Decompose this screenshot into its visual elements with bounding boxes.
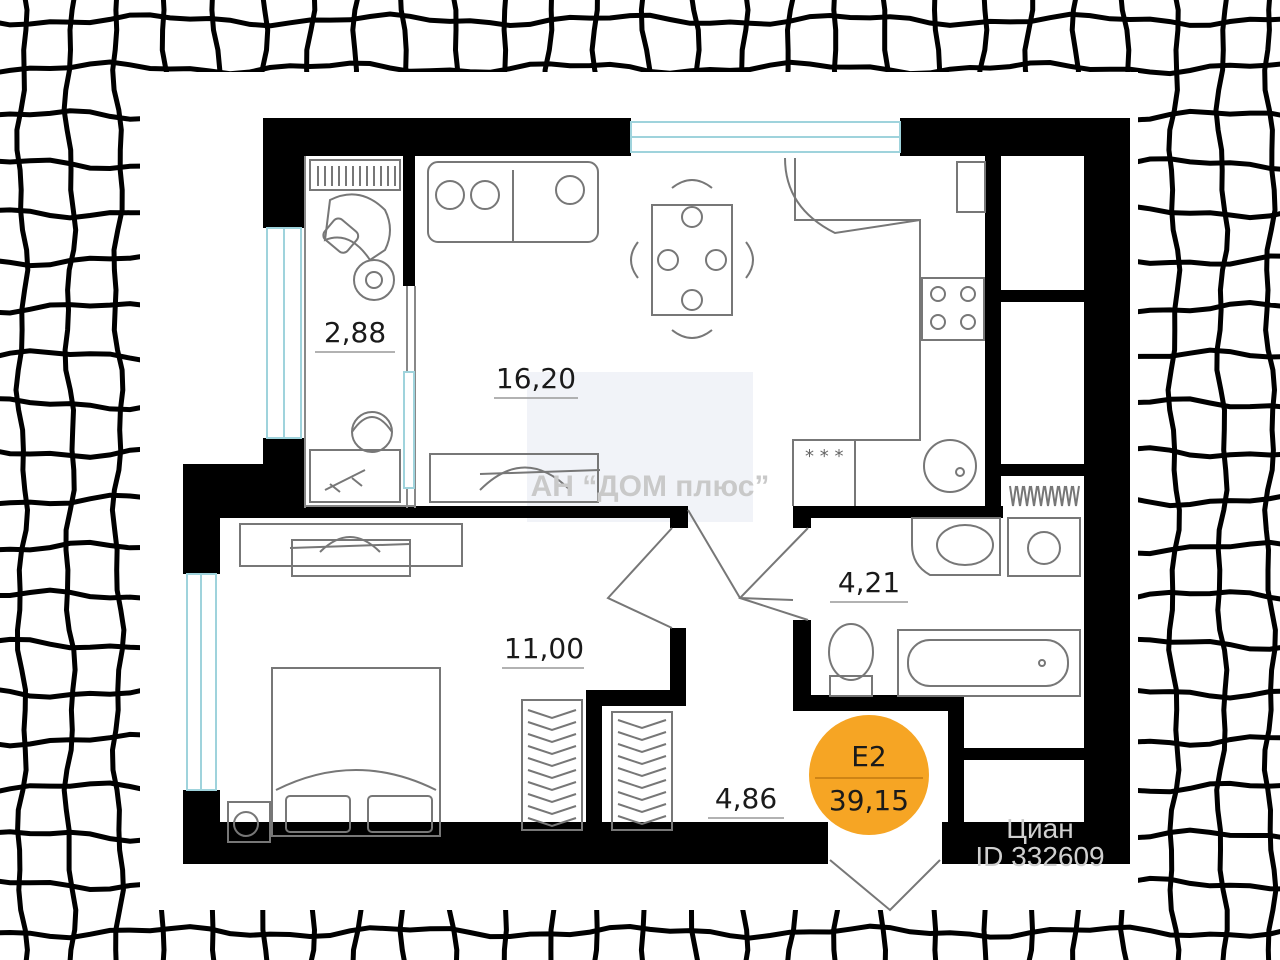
walls — [183, 118, 1130, 864]
armchair-icon — [322, 193, 391, 262]
grid-line — [1213, 0, 1231, 960]
badge-code: E2 — [851, 740, 887, 773]
apartment-badge: E2 39,15 — [809, 715, 929, 835]
sink-icon — [923, 439, 977, 493]
grid-line — [1261, 0, 1279, 960]
grid-line — [109, 0, 127, 960]
area-bathroom: 4,21 — [838, 566, 900, 599]
watermark-box — [527, 372, 753, 522]
bedroom-tv-icon — [239, 523, 463, 577]
area-bedroom: 11,00 — [504, 632, 584, 665]
area-hallway: 4,86 — [715, 782, 777, 815]
furniture: * * * — [227, 157, 1081, 912]
grid-line — [1165, 0, 1183, 960]
kitchen-counter — [792, 158, 986, 506]
grid-line — [61, 0, 79, 960]
grid-line — [13, 0, 31, 960]
area-kitchen-living: 16,20 — [496, 362, 576, 395]
radiator-icon — [309, 159, 401, 191]
agency-watermark: АН “ДОМ плюс” — [531, 470, 770, 503]
dining-table-icon — [630, 179, 754, 339]
bathtub-icon — [897, 629, 1081, 697]
tv-icon — [429, 453, 601, 503]
desk-icon — [309, 411, 401, 503]
corner-watermark-id: ID 332609 — [975, 841, 1104, 872]
badge-total-area: 39,15 — [829, 784, 909, 817]
door-bedroom — [606, 527, 673, 629]
kitchen-appliance-marks: * * * — [805, 446, 843, 467]
hanger-marks — [617, 719, 667, 826]
hanger-marks — [527, 709, 577, 828]
corner-watermark: Циан — [1006, 813, 1073, 844]
door-entrance — [829, 859, 941, 912]
grid-line — [0, 923, 1280, 941]
fan-icon — [353, 259, 395, 301]
area-labels: 2,88 16,20 11,00 4,21 4,86 — [315, 316, 908, 819]
door-bathroom — [738, 527, 809, 621]
towel-rail-marks — [1009, 485, 1080, 507]
area-balcony: 2,88 — [324, 316, 386, 349]
door-arc-kitchen — [784, 157, 921, 235]
bath-sink-icon — [911, 517, 1001, 576]
grid-line — [0, 59, 1280, 77]
badge-circle — [809, 715, 929, 835]
grid-line — [0, 11, 1280, 29]
sofa-icon — [427, 161, 599, 243]
bed-icon — [271, 667, 441, 837]
radiator-fins — [317, 166, 396, 186]
washing-machine-icon — [1007, 485, 1081, 577]
toilet-icon — [828, 623, 874, 697]
stove-icon — [921, 277, 985, 341]
bedside-fan-icon — [227, 801, 271, 843]
windows — [186, 121, 901, 791]
wardrobe-icon — [521, 699, 673, 831]
